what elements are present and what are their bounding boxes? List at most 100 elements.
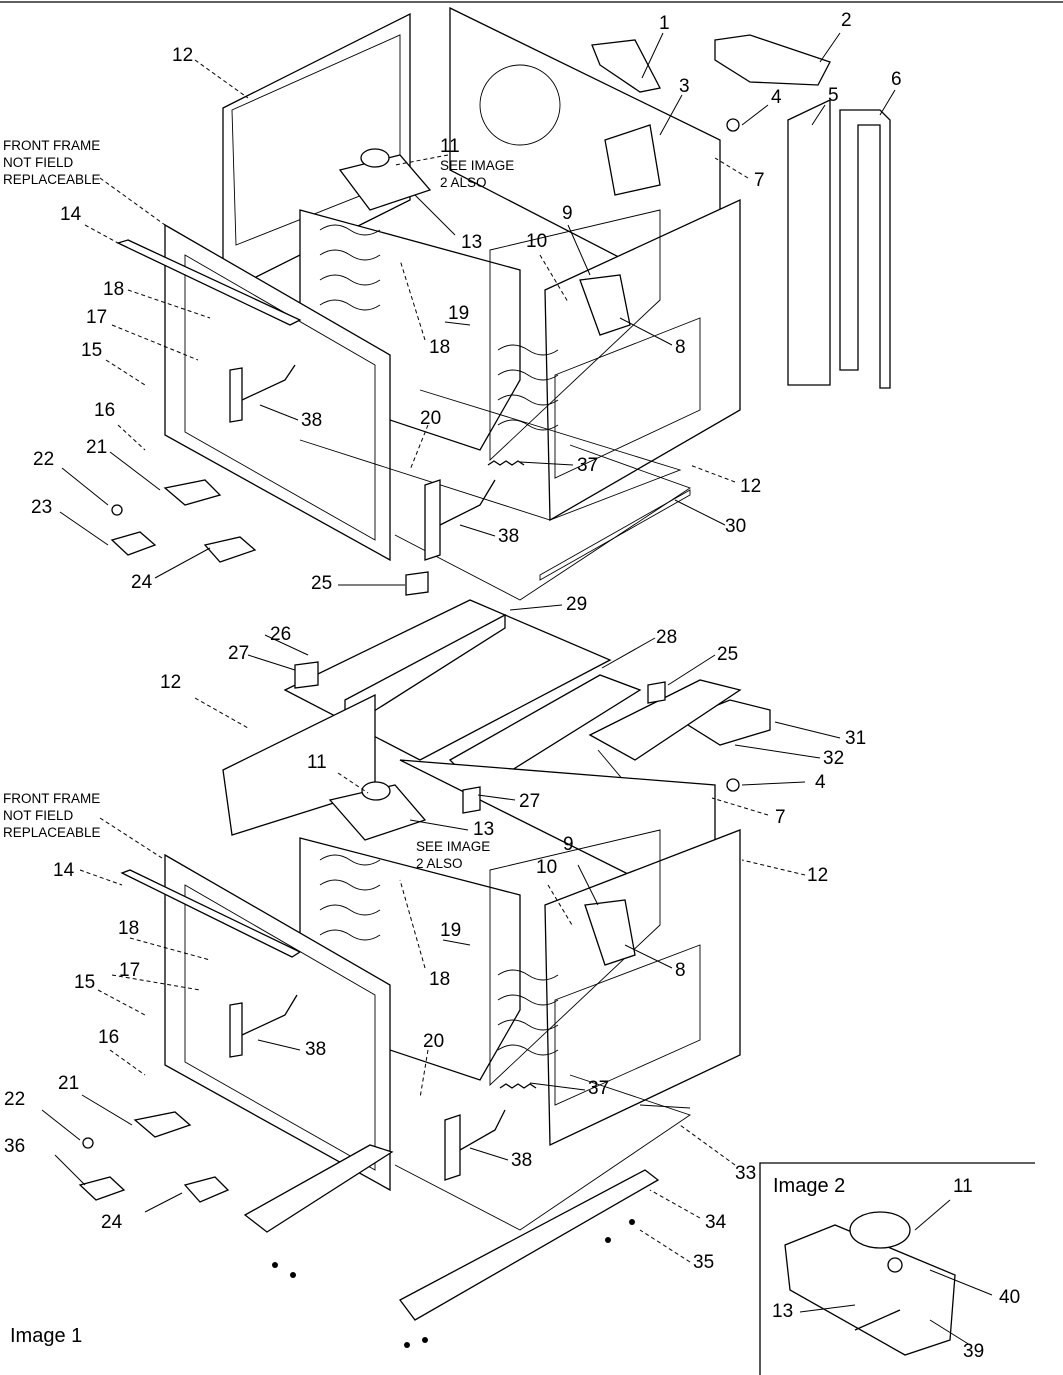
callout-16: 16 [94,400,116,421]
callout-6: 6 [891,69,902,90]
upper-latch-assembly [579,274,631,336]
lower-front-frame [164,853,391,1192]
leader-u8 [619,317,673,346]
leader-l-frame-note [99,817,163,859]
upper-bracket-3 [604,124,661,196]
leader-u6 [879,89,896,116]
leader-u22 [61,467,109,506]
callout-lower-25: 25 [717,644,739,665]
callout-17: 17 [86,307,108,328]
leader-u-frame-note [99,177,166,226]
leader-u14 [84,224,119,244]
callout-lower-12-left: 12 [160,672,182,693]
callout-14: 14 [60,204,82,225]
leader-l19 [442,939,471,946]
callout-lower-36: 36 [4,1136,26,1157]
lower-nut-22 [82,1137,94,1149]
callout-lower-19: 19 [440,920,462,941]
leader-l17 [111,974,201,991]
upper-front-frame [164,223,391,562]
foot-screw-2 [290,1272,296,1278]
callout-lower-35: 35 [693,1252,715,1273]
leader-l14 [79,869,123,886]
upper-vent-cover-1 [591,39,661,93]
screw-35 [629,1219,635,1225]
upper-nut-22 [111,504,123,516]
lower-hinge-b [444,1114,461,1181]
leader-u12a [194,59,249,99]
foot-screw-3 [404,1342,410,1348]
callout-lower-14: 14 [53,860,75,881]
foot-screw-4 [422,1337,428,1343]
upper-floor-edge [299,389,682,521]
callout-38-right: 38 [498,526,520,547]
leader-l12b [741,859,806,876]
callout-lower-38-right: 38 [511,1150,533,1171]
upper-thermostat-motor [360,148,390,168]
leader-l7 [711,797,769,816]
lower-clip-4 [726,778,740,792]
leader-i40 [929,1269,993,1296]
lower-right-side-panel [544,829,741,1147]
callout-1: 1 [659,13,670,34]
leader-u10 [539,254,569,303]
callout-lower-27-left: 27 [228,643,250,664]
leader-l20 [419,1049,429,1099]
callout-13: 13 [461,232,483,253]
inset-shaft [854,1309,901,1331]
leader-l4 [741,781,806,786]
leader-l24 [144,1192,183,1213]
leader-u15 [105,359,146,386]
leader-u30 [674,499,726,526]
callout-11: 11 [440,136,460,157]
leader-l33 [679,1124,736,1166]
callout-30: 30 [725,516,747,537]
callout-19: 19 [448,303,470,324]
callout-lower-11: 11 [307,752,327,773]
callout-lower-12-right: 12 [807,865,829,886]
callout-20: 20 [420,408,442,429]
upper-right-panel-window [554,317,701,479]
callout-lower-18-right: 18 [429,969,451,990]
callout-7: 7 [754,170,765,191]
upper-vent-duct [787,98,831,386]
leader-u1 [641,32,664,79]
leader-l38a [257,1039,301,1051]
leader-l27a [247,654,296,671]
callout-lower-13: 13 [473,819,495,840]
callout-inset-40: 40 [999,1287,1021,1308]
upper-vent-cover-2 [714,34,831,86]
leader-u24 [154,547,211,579]
callout-15: 15 [81,340,103,361]
upper-right-side-panel [544,198,741,522]
lower-hinge-arm-b [459,1109,506,1151]
lower-oven-assembly [78,599,771,1348]
leader-l35 [639,1229,691,1263]
lower-bracket-36 [78,1176,126,1201]
leader-u3 [659,94,683,136]
upper-trim-channel [839,109,891,389]
lower-hinge-arm-a [241,994,298,1036]
upper-spring-37 [487,460,525,466]
lower-hinge-a [229,1002,243,1058]
callout-29: 29 [566,594,588,615]
upper-clip-4 [726,118,740,132]
lower-front-frame-opening [184,884,376,1171]
lower-spring-37 [499,1083,537,1089]
leader-l34 [649,1189,701,1219]
leader-l31 [774,721,841,739]
upper-hinge-arm-b [439,479,496,526]
upper-rear-fan-opening [479,64,561,146]
callout-lower-4: 4 [815,772,826,793]
lower-bracket-27a [294,661,319,689]
leader-u19 [444,321,471,326]
inset-thermostat-plate [784,1224,956,1356]
leader-u18a [127,289,211,319]
callout-18-right: 18 [429,337,451,358]
callout-lower-33: 33 [735,1163,757,1184]
lower-trim-strip [120,869,302,958]
leader-l38b [469,1147,509,1161]
leader-i11 [914,1199,951,1231]
